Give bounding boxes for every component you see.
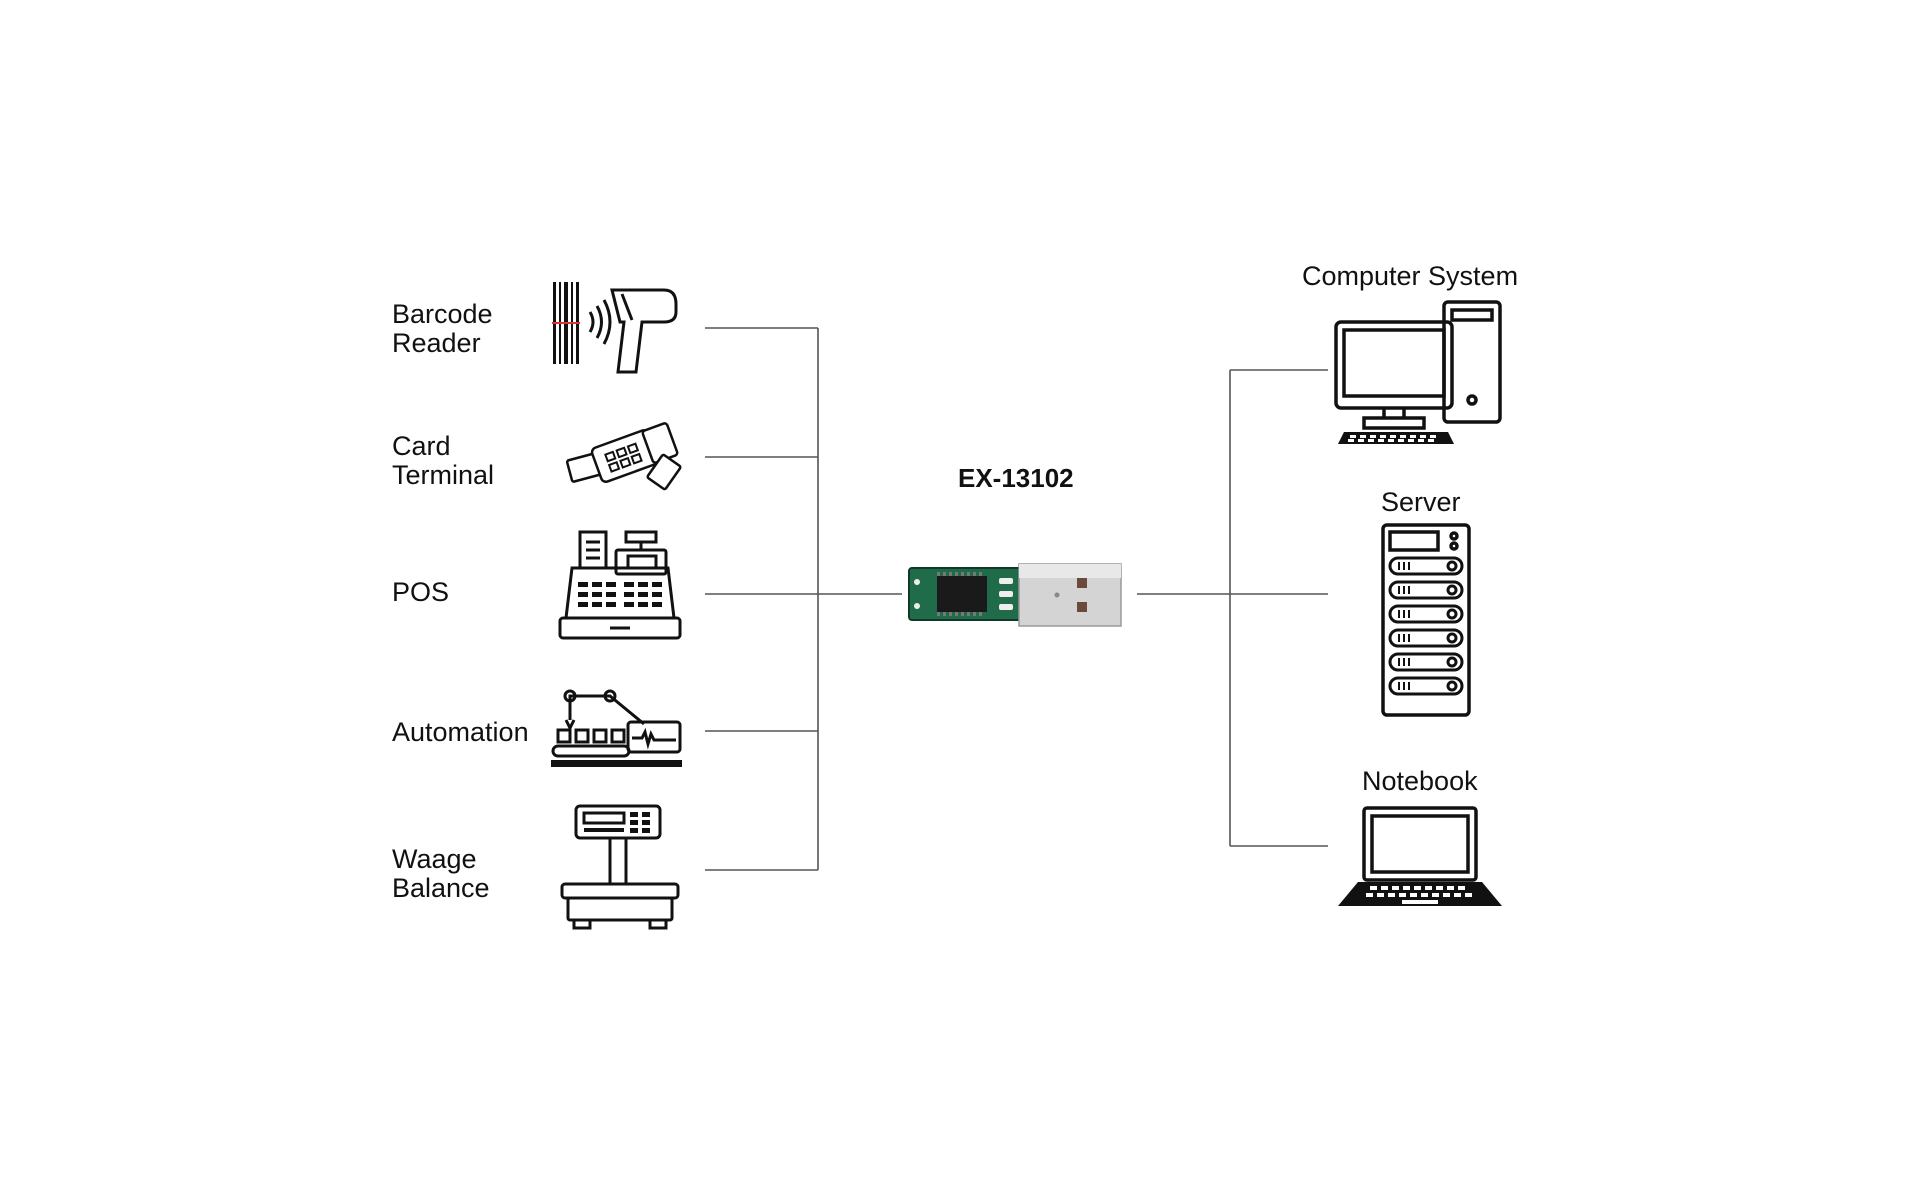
server-rack-icon (1381, 523, 1471, 717)
factory-robot-icon (551, 689, 682, 767)
label-notebook: Notebook (1362, 766, 1478, 796)
card-terminal-icon (565, 422, 682, 491)
barcode-scanner-icon (552, 282, 678, 374)
label-automation: Automation (392, 717, 529, 747)
laptop-icon (1338, 806, 1502, 906)
label-computer-system: Computer System (1302, 261, 1519, 291)
center-title: EX-13102 (958, 463, 1074, 493)
weighing-scale-icon (560, 804, 680, 930)
label-barcode-reader: Barcode Reader (392, 299, 493, 358)
label-server: Server (1381, 487, 1461, 517)
label-card-terminal: Card Terminal (392, 431, 495, 490)
cash-register-icon (558, 530, 682, 640)
label-pos: POS (392, 577, 450, 607)
desktop-computer-icon (1334, 300, 1502, 444)
label-waage-balance: Waage Balance (392, 844, 490, 903)
usb-stick-adapter-icon (908, 563, 1122, 627)
